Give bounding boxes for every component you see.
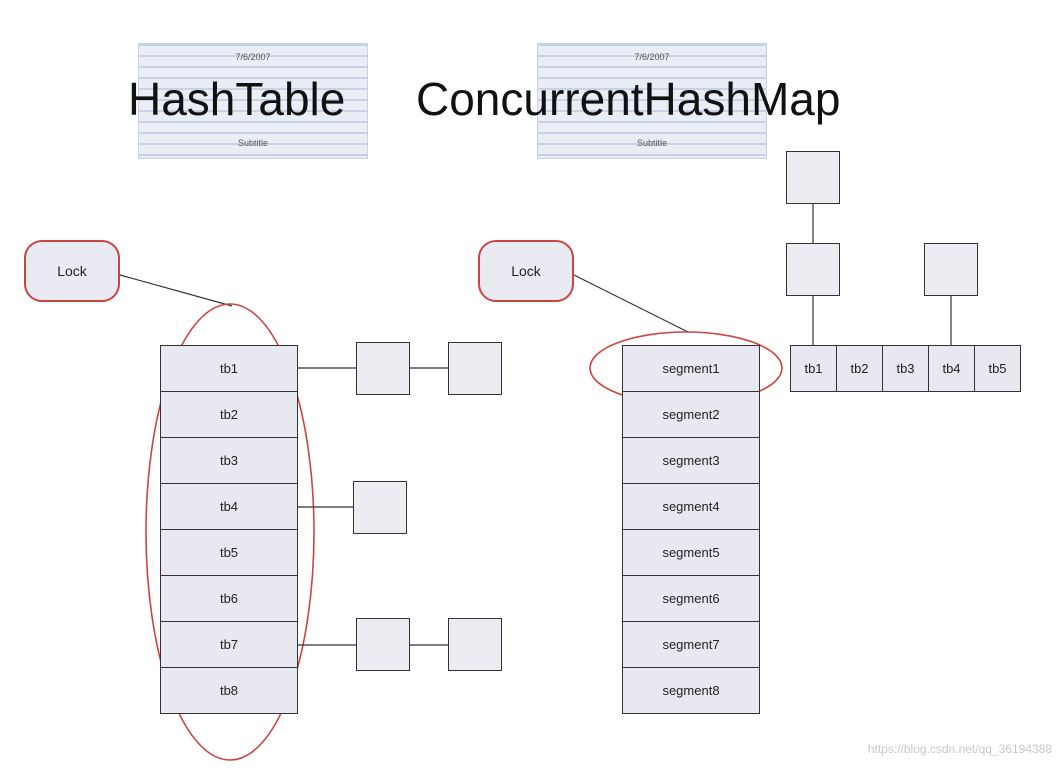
chain-node — [924, 243, 978, 296]
hashtable-bucket: tb1 — [160, 345, 298, 392]
hashtable-bucket: tb7 — [160, 621, 298, 668]
hashtable-bucket: tb3 — [160, 437, 298, 484]
hashtable-bucket: tb8 — [160, 667, 298, 714]
segment-cell: segment5 — [622, 529, 760, 576]
segment-cell: segment3 — [622, 437, 760, 484]
hashtable-title-backdrop: 7/6/2007 Subtitle — [138, 43, 368, 159]
segment-bucket: tb5 — [974, 345, 1021, 392]
segment-cell: segment1 — [622, 345, 760, 392]
chain-node — [353, 481, 407, 534]
chain-node — [448, 618, 502, 671]
segment-cell: segment8 — [622, 667, 760, 714]
chain-node — [786, 243, 840, 296]
segment-bucket: tb1 — [790, 345, 837, 392]
segment-cell: segment4 — [622, 483, 760, 530]
concurrent-title-backdrop: 7/6/2007 Subtitle — [537, 43, 767, 159]
chain-node — [786, 151, 840, 204]
watermark: https://blog.csdn.net/qq_36194388 — [867, 742, 1052, 756]
hashtable-title-date: 7/6/2007 — [235, 52, 271, 62]
concurrent-title-date: 7/6/2007 — [634, 52, 670, 62]
segment-cell: segment7 — [622, 621, 760, 668]
segment-bucket: tb2 — [836, 345, 883, 392]
concurrent-lock-pointer — [573, 274, 689, 333]
chain-node — [356, 618, 410, 671]
segment-bucket: tb4 — [928, 345, 975, 392]
concurrent-title-subtitle: Subtitle — [636, 138, 668, 148]
hashtable-lock: Lock — [24, 240, 120, 302]
hashtable-bucket: tb5 — [160, 529, 298, 576]
chain-node — [356, 342, 410, 395]
concurrent-lock: Lock — [478, 240, 574, 302]
segment-bucket: tb3 — [882, 345, 929, 392]
hashtable-lock-pointer — [119, 274, 233, 307]
hashtable-bucket: tb6 — [160, 575, 298, 622]
hashtable-bucket: tb4 — [160, 483, 298, 530]
hashtable-bucket: tb2 — [160, 391, 298, 438]
hashtable-title-subtitle: Subtitle — [237, 138, 269, 148]
hashtable-title: HashTable — [128, 73, 346, 125]
segment-cell: segment2 — [622, 391, 760, 438]
concurrent-title: ConcurrentHashMap — [416, 73, 841, 125]
segment-cell: segment6 — [622, 575, 760, 622]
chain-node — [448, 342, 502, 395]
